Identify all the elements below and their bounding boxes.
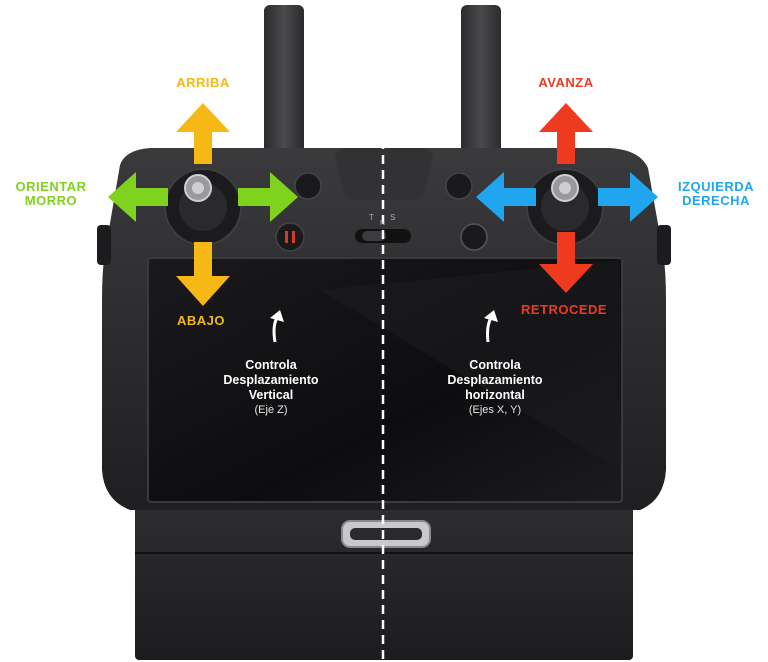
- blue-right-arrow: [598, 172, 658, 222]
- blue-left-arrow: [476, 172, 536, 222]
- label-avanza: AVANZA: [538, 75, 594, 90]
- left-antenna: [264, 5, 304, 165]
- right-screen-line3: horizontal: [465, 388, 525, 402]
- label-morro: MORRO: [24, 193, 78, 208]
- label-arriba: ARRIBA: [176, 75, 230, 90]
- left-screen-text: Controla Desplazamiento Vertical (Eje Z): [196, 358, 346, 418]
- right-screen-axis: (Ejes X, Y): [468, 404, 522, 416]
- yellow-up-arrow: [176, 103, 230, 164]
- right-screen-line1: Controla: [469, 358, 521, 372]
- label-derecha: DERECHA: [682, 193, 750, 208]
- switch-label-n: N: [380, 220, 386, 227]
- right-antenna: [461, 5, 501, 165]
- pause-button: [275, 222, 305, 252]
- green-right-arrow: [238, 172, 298, 222]
- dial-wheel: [460, 223, 488, 251]
- left-screen-line1: Controla: [245, 358, 297, 372]
- left-screen-line3: Vertical: [248, 388, 294, 402]
- return-home-button: [294, 172, 322, 200]
- label-retrocede: RETROCEDE: [520, 302, 608, 317]
- label-izquierda: IZQUIERDA: [678, 179, 754, 194]
- red-up-arrow: [539, 103, 593, 164]
- label-izquierda-derecha: IZQUIERDA DERECHA: [668, 180, 764, 208]
- switch-label-t: T: [369, 213, 374, 222]
- yellow-down-arrow: [176, 242, 230, 306]
- left-screen-axis: (Eje Z): [254, 404, 288, 416]
- label-abajo: ABAJO: [176, 313, 225, 328]
- label-orientar: ORIENTAR: [15, 179, 87, 194]
- red-down-arrow: [539, 232, 593, 293]
- right-screen-text: Controla Desplazamiento horizontal (Ejes…: [420, 358, 570, 418]
- label-orientar-morro: ORIENTAR MORRO: [6, 180, 96, 208]
- green-left-arrow: [108, 172, 168, 222]
- left-screen-line2: Desplazamiento: [223, 373, 319, 387]
- power-button: [445, 172, 473, 200]
- right-screen-line2: Desplazamiento: [447, 373, 543, 387]
- switch-label-s: S: [390, 213, 396, 222]
